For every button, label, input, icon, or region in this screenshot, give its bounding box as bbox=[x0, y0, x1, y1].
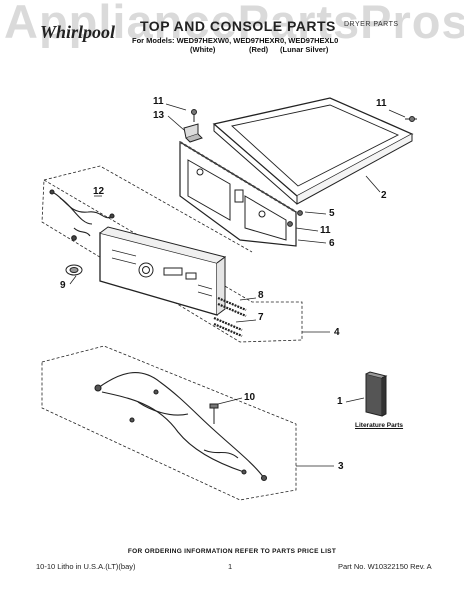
console-frame-part bbox=[179, 140, 297, 247]
page-number: 1 bbox=[228, 562, 233, 571]
callout-3: 3 bbox=[338, 461, 344, 472]
harness-group-outline bbox=[41, 345, 297, 501]
callout-leaders bbox=[69, 103, 406, 467]
touch-pad-part bbox=[213, 296, 247, 338]
knob-part bbox=[65, 264, 83, 276]
callout-5: 5 bbox=[329, 208, 335, 219]
callout-11-upper-left: 11 bbox=[153, 96, 164, 107]
page-title: TOP AND CONSOLE PARTS bbox=[140, 18, 336, 34]
litho-info: 10-10 Litho in U.S.A.(LT)(bay) bbox=[36, 562, 136, 571]
callout-9: 9 bbox=[60, 280, 66, 291]
callout-8: 8 bbox=[258, 290, 264, 301]
callout-4: 4 bbox=[334, 327, 340, 338]
console-harness-part bbox=[49, 189, 115, 241]
callout-7: 7 bbox=[258, 312, 264, 323]
part-number: Part No. W10322150 Rev. A bbox=[338, 562, 432, 571]
callout-13: 13 bbox=[153, 110, 165, 121]
product-type: DRYER PARTS bbox=[344, 21, 399, 28]
color-red: (Red) bbox=[249, 45, 269, 54]
main-wire-harness-part bbox=[94, 372, 268, 482]
callout-1: 1 bbox=[337, 396, 343, 407]
top-panel-part bbox=[212, 97, 414, 205]
hinge-bracket-part bbox=[183, 123, 203, 143]
screw-part bbox=[209, 403, 219, 424]
literature-parts-label: Literature Parts bbox=[355, 422, 404, 429]
callout-11-upper-right: 11 bbox=[376, 98, 387, 109]
model-list: For Models: WED97HEXW0, WED97HEXR0, WED9… bbox=[132, 36, 339, 45]
watermark-text: AppliancePartsPros bbox=[4, 0, 464, 48]
literature-booklet-part bbox=[365, 371, 388, 417]
control-console-part bbox=[99, 226, 227, 316]
console-assembly-group-outline bbox=[41, 179, 303, 343]
callout-11-middle: 11 bbox=[320, 225, 331, 236]
color-white: (White) bbox=[190, 45, 216, 54]
ordering-note: FOR ORDERING INFORMATION REFER TO PARTS … bbox=[127, 548, 337, 555]
brand-logo: Whirlpool bbox=[40, 22, 116, 42]
callout-2: 2 bbox=[381, 190, 387, 201]
screw-part bbox=[191, 109, 417, 122]
callout-10: 10 bbox=[244, 392, 256, 403]
callout-6: 6 bbox=[329, 238, 335, 249]
callout-12: 12 bbox=[93, 186, 105, 197]
color-lunar-silver: (Lunar Silver) bbox=[280, 45, 329, 54]
